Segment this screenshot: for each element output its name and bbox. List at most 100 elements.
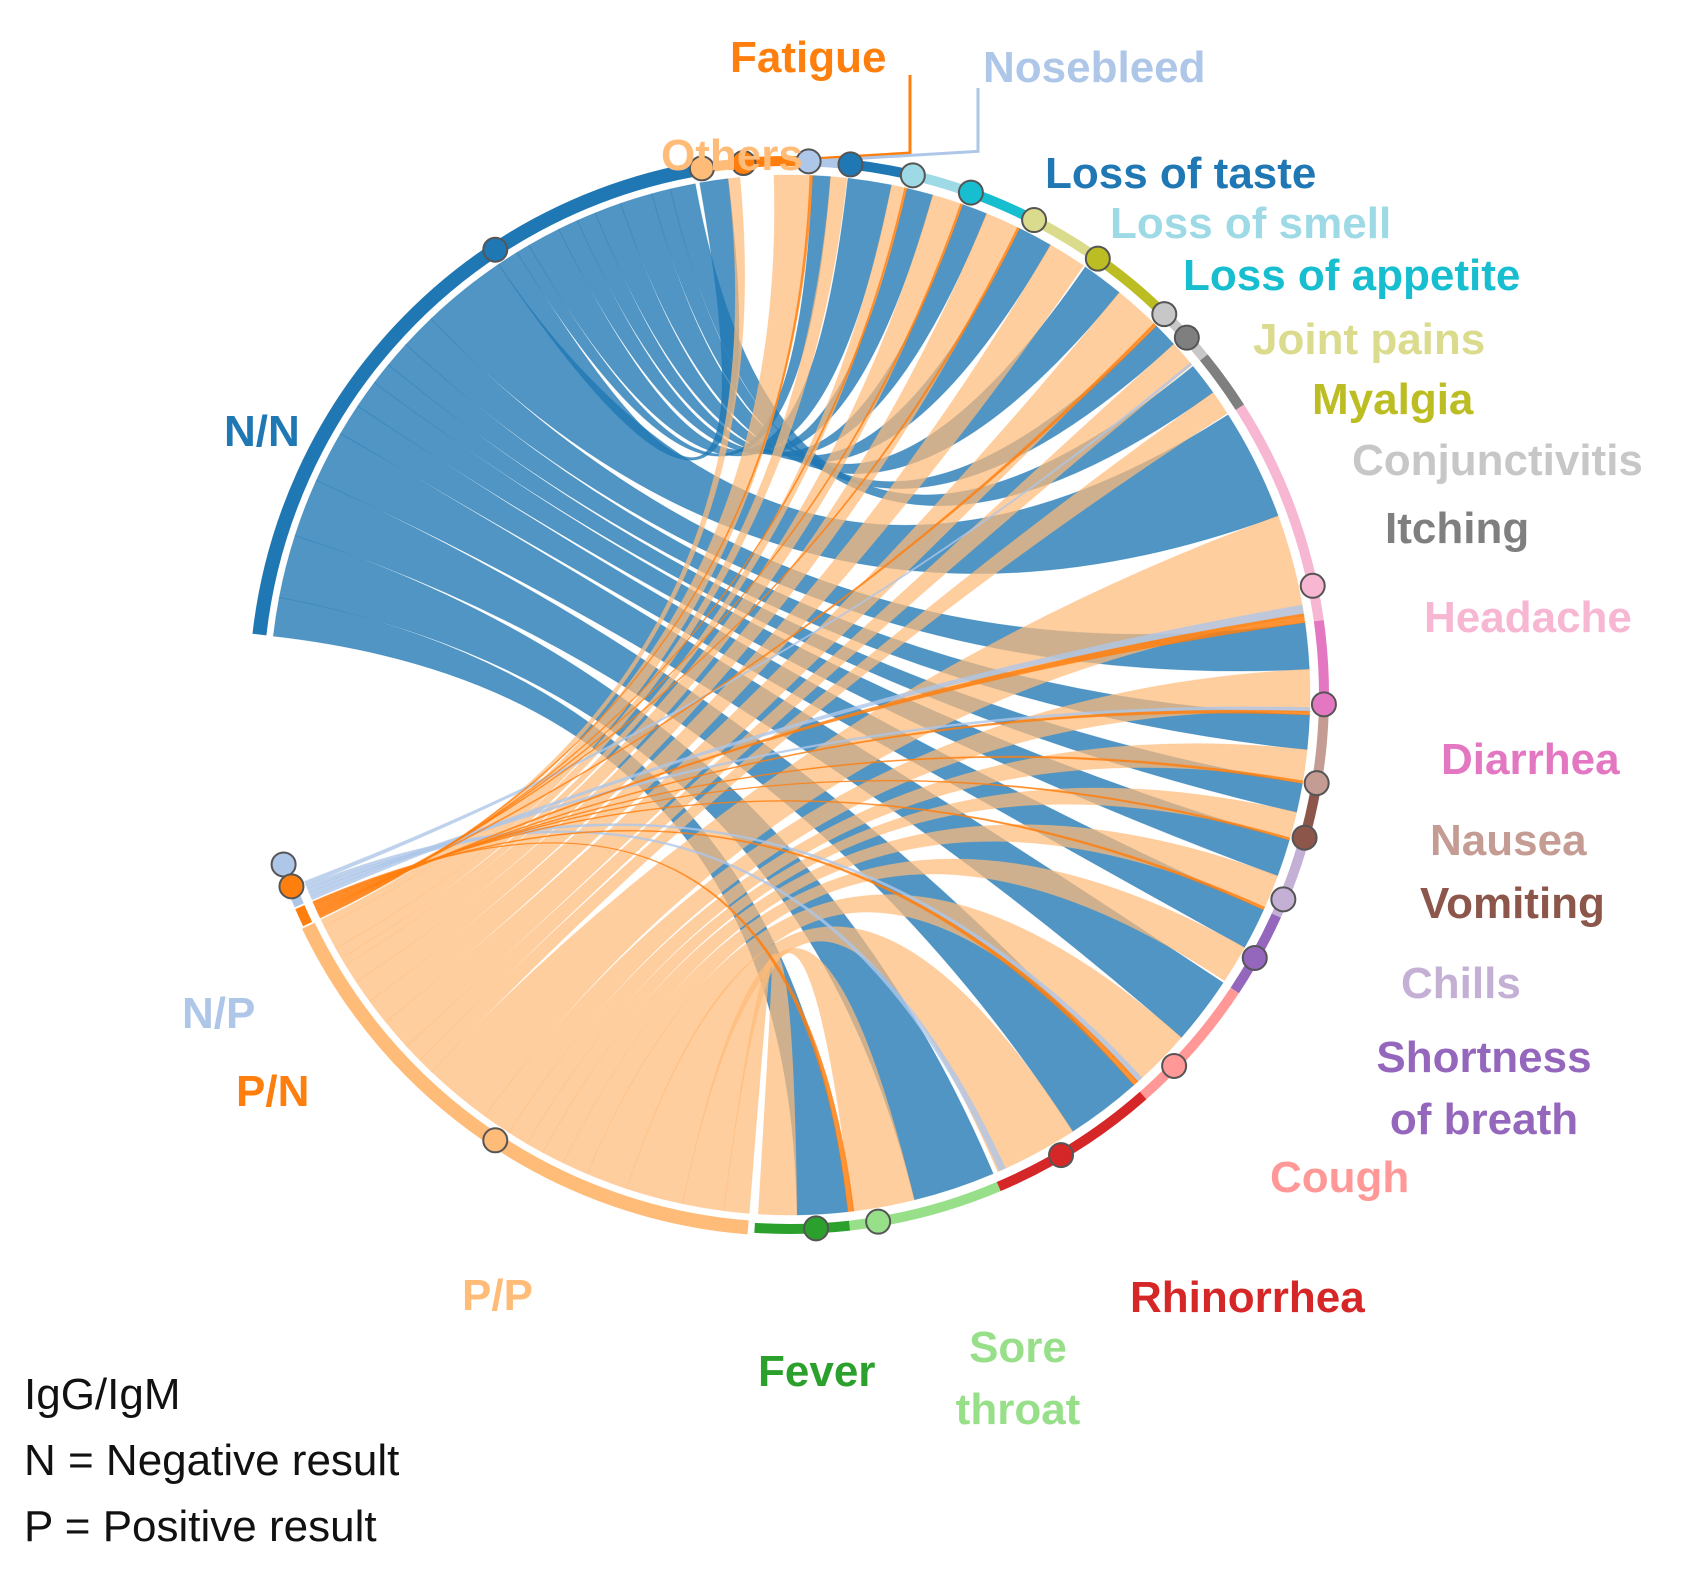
marker-nosebleed bbox=[795, 148, 822, 175]
marker-headache bbox=[1299, 572, 1326, 599]
marker-NP bbox=[270, 851, 297, 878]
marker-sore bbox=[865, 1208, 892, 1235]
marker-diarrhea bbox=[1310, 691, 1337, 718]
ribbon-pp-vomiting bbox=[526, 787, 1298, 1154]
ribbon-np-cough bbox=[306, 823, 1143, 1083]
label-p-n: P/N bbox=[236, 1067, 309, 1116]
label-headache: Headache bbox=[1424, 593, 1632, 642]
ribbon-pp-conj bbox=[406, 343, 1193, 1061]
ribbon-np-rhino bbox=[305, 830, 1006, 1172]
ribbon-pp-taste bbox=[340, 184, 906, 966]
arc-sore bbox=[848, 1181, 1001, 1231]
label-joint-pains: Joint pains bbox=[1253, 315, 1485, 364]
ribbon-pn-vomiting bbox=[314, 779, 1291, 908]
marker-appetite bbox=[957, 179, 984, 206]
ribbon-np-headache bbox=[309, 604, 1305, 901]
label-loss-of-appetite: Loss of appetite bbox=[1183, 251, 1520, 300]
label-conjunctivitis: Conjunctivitis bbox=[1352, 436, 1643, 485]
ribbon-pn-appetite bbox=[317, 226, 1021, 915]
label-vomiting: Vomiting bbox=[1420, 879, 1605, 928]
label-others: Others bbox=[661, 131, 803, 180]
ribbon-np-conj bbox=[304, 362, 1193, 886]
label-itching: Itching bbox=[1385, 504, 1529, 553]
ribbon-nn-rhino bbox=[294, 479, 1135, 1132]
ribbon-pn-headache bbox=[315, 613, 1306, 912]
label-myalgia: Myalgia bbox=[1312, 375, 1474, 424]
marker-joint bbox=[1021, 207, 1048, 234]
ribbon-pn-nausea bbox=[314, 755, 1304, 909]
label-loss-of-smell: Loss of smell bbox=[1110, 199, 1391, 248]
ribbon-pp-joint bbox=[369, 244, 1084, 1023]
marker-conj bbox=[1151, 301, 1178, 328]
marker-rhino bbox=[1048, 1142, 1075, 1169]
ribbon-pn-diarrhea bbox=[315, 709, 1311, 911]
label-nosebleed: Nosebleed bbox=[983, 43, 1206, 92]
ribbon-nn-conj bbox=[651, 188, 1175, 489]
label-diarrhea: Diarrhea bbox=[1441, 735, 1620, 784]
chord-node-markers bbox=[270, 148, 1337, 1242]
legend-negative: N = Negative result bbox=[24, 1436, 400, 1485]
legend-title: IgG/IgM bbox=[24, 1370, 181, 1419]
ribbon-pp-nausea bbox=[508, 743, 1308, 1145]
ribbon-nn-myalgia bbox=[620, 193, 1120, 474]
ribbon-pp-chills bbox=[542, 824, 1279, 1164]
ribbon-pp-myalgia bbox=[385, 291, 1155, 1047]
marker-NN bbox=[482, 236, 509, 263]
arc-itching bbox=[1199, 354, 1245, 410]
ribbon-nn-sore bbox=[278, 535, 994, 1201]
ribbon-pn-fatigue bbox=[319, 174, 814, 919]
ribbon-pn-myalgia bbox=[316, 322, 1157, 914]
ribbon-pp-diarrhea bbox=[484, 668, 1311, 1133]
marker-others bbox=[688, 155, 715, 182]
leader-nosebleed bbox=[808, 88, 980, 163]
arc-cough bbox=[1139, 987, 1239, 1100]
ribbon-pn-smell bbox=[317, 203, 964, 916]
ribbon-pn-cough bbox=[312, 829, 1139, 1086]
chord-labels: Fatigue Nosebleed Others Loss of taste L… bbox=[182, 33, 1643, 1434]
marker-chills bbox=[1270, 886, 1297, 913]
arc-PN bbox=[295, 905, 313, 927]
ribbon-pp-itching bbox=[419, 392, 1228, 1073]
marker-fatigue bbox=[730, 150, 757, 177]
marker-smell bbox=[899, 162, 926, 189]
ribbon-pp-appetite bbox=[355, 213, 1019, 1002]
marker-cough bbox=[1161, 1052, 1188, 1079]
label-fever: Fever bbox=[758, 1347, 875, 1396]
ribbon-pp-headache bbox=[430, 515, 1305, 1117]
marker-sob bbox=[1241, 944, 1268, 971]
marker-nausea bbox=[1303, 770, 1330, 797]
label-fatigue: Fatigue bbox=[730, 33, 886, 82]
label-cough: Cough bbox=[1270, 1153, 1409, 1202]
arc-fever bbox=[754, 1220, 851, 1234]
ribbon-pn-chills bbox=[313, 799, 1266, 911]
marker-PP bbox=[482, 1127, 509, 1154]
marker-myalgia bbox=[1084, 245, 1111, 272]
label-nausea: Nausea bbox=[1430, 816, 1587, 865]
ribbon-nn-appetite bbox=[576, 204, 988, 457]
marker-taste bbox=[837, 151, 864, 178]
arc-rhino bbox=[996, 1091, 1147, 1192]
label-n-n: N/N bbox=[224, 407, 300, 456]
label-loss-of-taste: Loss of taste bbox=[1045, 149, 1316, 198]
ribbon-pn-taste bbox=[318, 187, 908, 918]
ribbon-pp-sob bbox=[562, 858, 1246, 1175]
label-n-p: N/P bbox=[182, 989, 255, 1038]
ribbon-nn-taste bbox=[528, 177, 892, 457]
chord-ribbons bbox=[272, 174, 1311, 1216]
legend: IgG/IgM N = Negative result P = Positive… bbox=[24, 1362, 399, 1560]
legend-positive: P = Positive result bbox=[24, 1502, 377, 1551]
ribbon-pp-cough bbox=[586, 894, 1182, 1190]
label-p-p: P/P bbox=[462, 1271, 533, 1320]
label-chills: Chills bbox=[1401, 959, 1521, 1008]
ribbon-nn-others bbox=[497, 178, 740, 461]
marker-PN bbox=[278, 873, 305, 900]
label-rhinorrhea: Rhinorrhea bbox=[1130, 1273, 1365, 1322]
marker-vomiting bbox=[1291, 824, 1318, 851]
ribbon-np-diarrhea bbox=[308, 706, 1311, 897]
marker-itching bbox=[1173, 324, 1200, 351]
marker-fever bbox=[803, 1215, 830, 1242]
arc-NN bbox=[252, 163, 694, 636]
